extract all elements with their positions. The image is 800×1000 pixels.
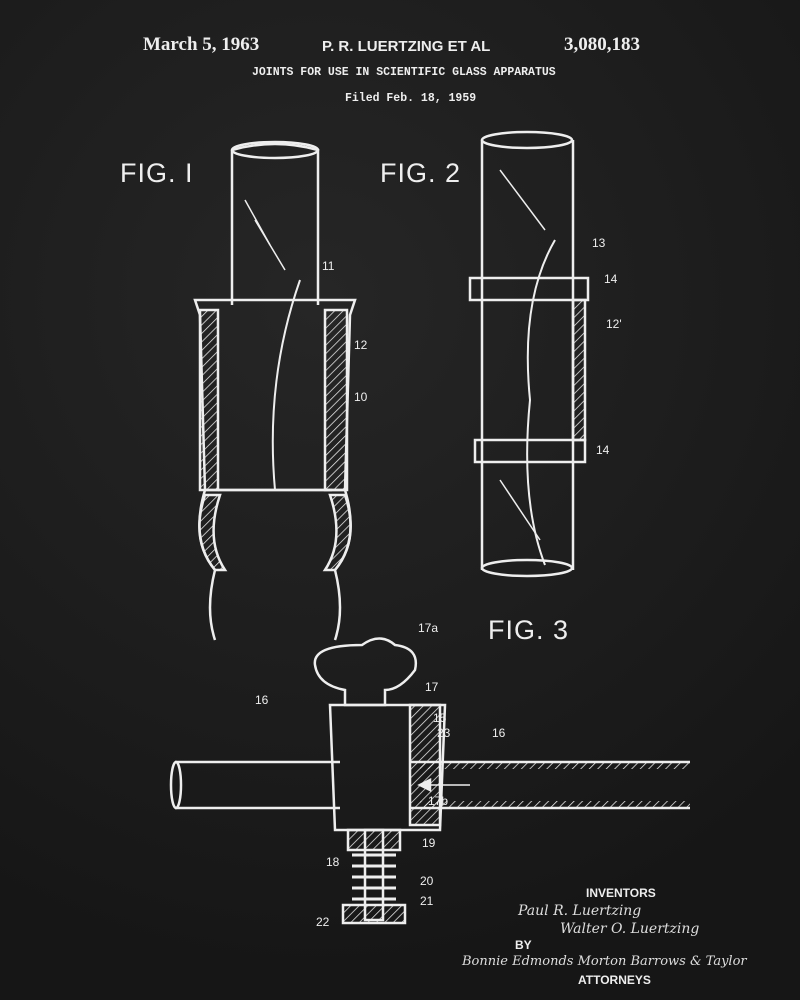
patent-title: JOINTS FOR USE IN SCIENTIFIC GLASS APPAR… bbox=[252, 66, 556, 79]
inventors-label: INVENTORS bbox=[586, 886, 656, 900]
ref-13: 13 bbox=[592, 236, 606, 250]
ref-14-bottom: 14 bbox=[596, 443, 610, 457]
ref-22: 22 bbox=[316, 915, 330, 929]
ref-16-left: 16 bbox=[255, 693, 269, 707]
ref-23: 23 bbox=[437, 726, 451, 740]
inventor2-signature: Walter O. Luertzing bbox=[560, 921, 700, 937]
ref-17b: 17b bbox=[428, 794, 449, 808]
ref-17a: 17a bbox=[418, 621, 439, 635]
patent-number: 3,080,183 bbox=[564, 34, 640, 55]
inventor-name: P. R. LUERTZING ET AL bbox=[322, 38, 491, 55]
ref-19: 19 bbox=[422, 836, 436, 850]
fig2-drawing bbox=[468, 130, 590, 578]
ref-18: 18 bbox=[326, 855, 340, 869]
fig1-label: FIG. I bbox=[120, 158, 194, 188]
fig1-drawing bbox=[193, 140, 357, 641]
fig3-drawing bbox=[169, 637, 690, 925]
ref-14-top: 14 bbox=[604, 272, 618, 286]
fig3-label: FIG. 3 bbox=[488, 615, 570, 645]
ref-16-right: 16 bbox=[492, 726, 506, 740]
ref-10: 10 bbox=[354, 390, 368, 404]
ref-15: 15 bbox=[433, 711, 447, 725]
ref-11: 11 bbox=[322, 259, 335, 273]
ref-12: 12 bbox=[354, 338, 368, 352]
patent-date: March 5, 1963 bbox=[143, 34, 260, 55]
inventor1-signature: Paul R. Luertzing bbox=[518, 903, 642, 919]
ref-17: 17 bbox=[425, 680, 439, 694]
ref-12-prime: 12' bbox=[606, 317, 622, 331]
attorneys-label: ATTORNEYS bbox=[578, 973, 651, 987]
fig2-label: FIG. 2 bbox=[380, 158, 462, 188]
ref-20: 20 bbox=[420, 874, 434, 888]
ref-21: 21 bbox=[420, 894, 434, 908]
attorneys-signature: Bonnie Edmonds Morton Barrows & Taylor bbox=[462, 954, 747, 969]
by-label: BY bbox=[515, 938, 532, 952]
filed-date: Filed Feb. 18, 1959 bbox=[345, 92, 477, 105]
